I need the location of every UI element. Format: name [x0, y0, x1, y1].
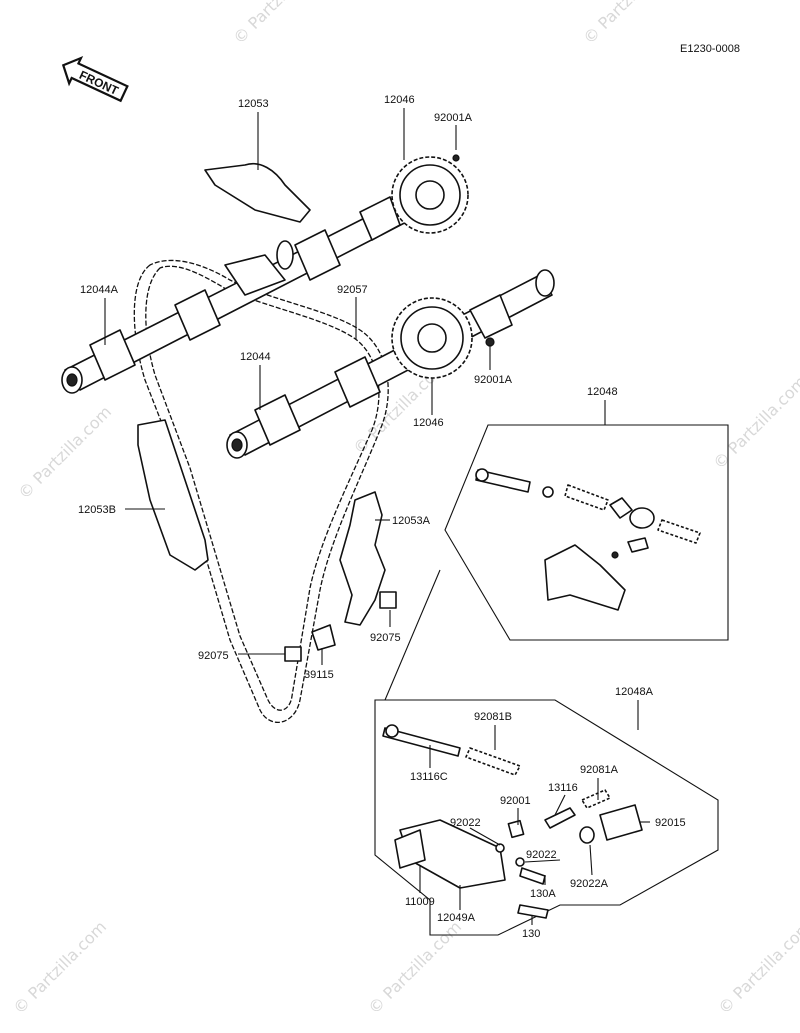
callout: 92001A	[474, 374, 513, 386]
leader-lines	[104, 108, 650, 925]
sprocket-upper	[391, 154, 469, 234]
callout: 12049A	[437, 912, 476, 924]
watermark: © Partzilla.com	[9, 917, 110, 1018]
sprocket-lower	[391, 297, 495, 379]
camshaft-lower	[226, 269, 555, 459]
callout: 92001A	[434, 112, 473, 124]
watermark: © Partzilla.com	[364, 917, 465, 1018]
callout: 92057	[337, 284, 368, 296]
watermark: © Partzilla.com	[229, 0, 330, 48]
callout: 92081B	[474, 711, 512, 723]
callout: 12048	[587, 386, 618, 398]
cam-cap-12053	[204, 163, 311, 223]
camshaft-upper	[61, 194, 421, 394]
callout: 92001	[500, 795, 531, 807]
callout: 11009	[405, 896, 435, 908]
watermark: © Partzilla.com	[579, 0, 680, 48]
callout: 12044	[240, 351, 271, 363]
ref-code: E1230-0008	[680, 43, 740, 55]
chain-guide-12053a	[339, 491, 386, 626]
callout: 92022	[526, 849, 557, 861]
watermark: © Partzilla.com	[709, 372, 800, 473]
tensioner-assembly-12048a	[374, 699, 719, 936]
callout: 92075	[198, 650, 229, 662]
collar-39115	[311, 624, 336, 651]
callout: 130A	[530, 888, 556, 900]
bushing-92075-right	[379, 591, 397, 609]
callout: 12053B	[78, 504, 116, 516]
callout: 13116C	[410, 771, 448, 783]
watermark: © Partzilla.com	[14, 402, 115, 503]
callout: 130	[522, 928, 540, 940]
watermark: © Partzilla.com	[714, 917, 800, 1018]
callout: 12044A	[80, 284, 119, 296]
callout: 12053	[238, 98, 269, 110]
callout-labels: 12053 12046 92001A 12044A 92057 12044 92…	[78, 94, 686, 940]
callout: 92022A	[570, 878, 609, 890]
callout: 92015	[655, 817, 686, 829]
callout: 12046	[413, 417, 444, 429]
callout: 92081A	[580, 764, 619, 776]
front-arrow-icon: FRONT	[61, 55, 129, 103]
callout: 12046	[384, 94, 415, 106]
callout: 12053A	[392, 515, 431, 527]
callout: 13116	[548, 782, 578, 794]
tensioner-assembly-12048	[444, 424, 729, 641]
callout: 39115	[304, 669, 334, 681]
callout: 92075	[370, 632, 401, 644]
bushing-92075-left	[284, 646, 302, 662]
callout: 92022	[450, 817, 481, 829]
chain-guide-12053b	[137, 419, 209, 571]
callout: 12048A	[615, 686, 654, 698]
